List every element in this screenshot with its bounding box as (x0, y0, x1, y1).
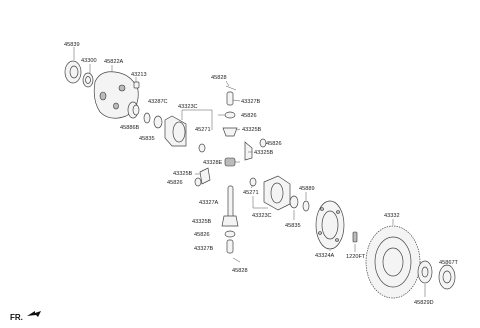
label-43323C-bot: 43323C (252, 213, 272, 219)
label-45271-b: 45271 (243, 190, 259, 196)
label-45828-bot: 45828 (232, 268, 248, 274)
washer-43287C (143, 112, 151, 124)
label-45867T: 45867T (439, 260, 459, 266)
washer-45826-d (224, 230, 236, 238)
label-45829D: 45829D (414, 300, 434, 306)
label-43213: 43213 (131, 72, 147, 78)
washer-45826-b (259, 138, 267, 148)
pinion-43325B-a (222, 127, 238, 137)
ring-45889 (302, 200, 310, 212)
label-45271-a: 45271 (195, 127, 211, 133)
washer-45835-upper (153, 115, 163, 129)
washer-45835-lower (289, 195, 299, 209)
washer-45826-c (194, 177, 202, 187)
label-43332: 43332 (384, 213, 400, 219)
label-45826-c: 45826 (167, 180, 183, 186)
pinion-43325B-d (221, 215, 239, 227)
pin-45828-lower (232, 257, 241, 263)
bolt-1220FT (352, 231, 358, 243)
pinion-43325B-b (244, 141, 253, 161)
bearing-45886B (127, 101, 140, 119)
pin-43327B-upper (226, 91, 234, 106)
label-43287C: 43287C (148, 99, 168, 105)
label-43323C-top: 43323C (178, 104, 198, 110)
label-43327A: 43327A (199, 200, 219, 206)
oil-seal-45839 (64, 60, 82, 84)
pinion-shaft-43328E (224, 157, 236, 167)
washer-45826-a (224, 111, 236, 119)
pin-43213 (133, 81, 140, 89)
ring-gear-43332 (365, 225, 421, 299)
label-45822A: 45822A (104, 59, 124, 65)
differential-case-43324A (315, 200, 345, 250)
leader-lines (73, 47, 448, 297)
pin-45828-upper (225, 85, 237, 91)
label-45889: 45889 (299, 186, 315, 192)
label-45839: 45839 (64, 42, 80, 48)
label-43324A: 43324A (315, 253, 335, 259)
label-43328E: 43328E (203, 160, 223, 166)
ring-45271-lower (249, 177, 257, 187)
side-gear-43323C-lower (263, 175, 291, 211)
ring-45271-upper (198, 143, 206, 153)
bearing-45829D (417, 260, 433, 284)
label-45826-b: 45826 (266, 141, 282, 147)
label-45828-top: 45828 (211, 75, 227, 81)
label-43327B-top: 43327B (241, 99, 261, 105)
bearing-43300 (82, 72, 94, 88)
label-45886B: 45886B (120, 125, 140, 131)
label-43325B-a: 43325B (242, 127, 262, 133)
pin-43327B-lower (226, 239, 234, 254)
label-45835-a: 45835 (139, 136, 155, 142)
differential-case-45822A (93, 71, 139, 119)
label-45826-d: 45826 (194, 232, 210, 238)
label-43325B-b: 43325B (254, 150, 274, 156)
label-1220FT: 1220FT (346, 254, 366, 260)
pinion-43325B-c (199, 167, 211, 185)
label-45835-b: 45835 (285, 223, 301, 229)
label-45826-a: 45826 (241, 113, 257, 119)
front-label: FR. (10, 313, 23, 322)
side-gear-43323C-upper (164, 115, 187, 147)
seal-45867T (438, 264, 456, 290)
label-43325B-d: 43325B (192, 219, 212, 225)
label-43327B-bot: 43327B (194, 246, 214, 252)
front-direction-marker: FR. (10, 311, 41, 322)
label-43325B-c: 43325B (173, 171, 193, 177)
label-43300: 43300 (81, 58, 97, 64)
front-arrow-icon (27, 311, 41, 317)
